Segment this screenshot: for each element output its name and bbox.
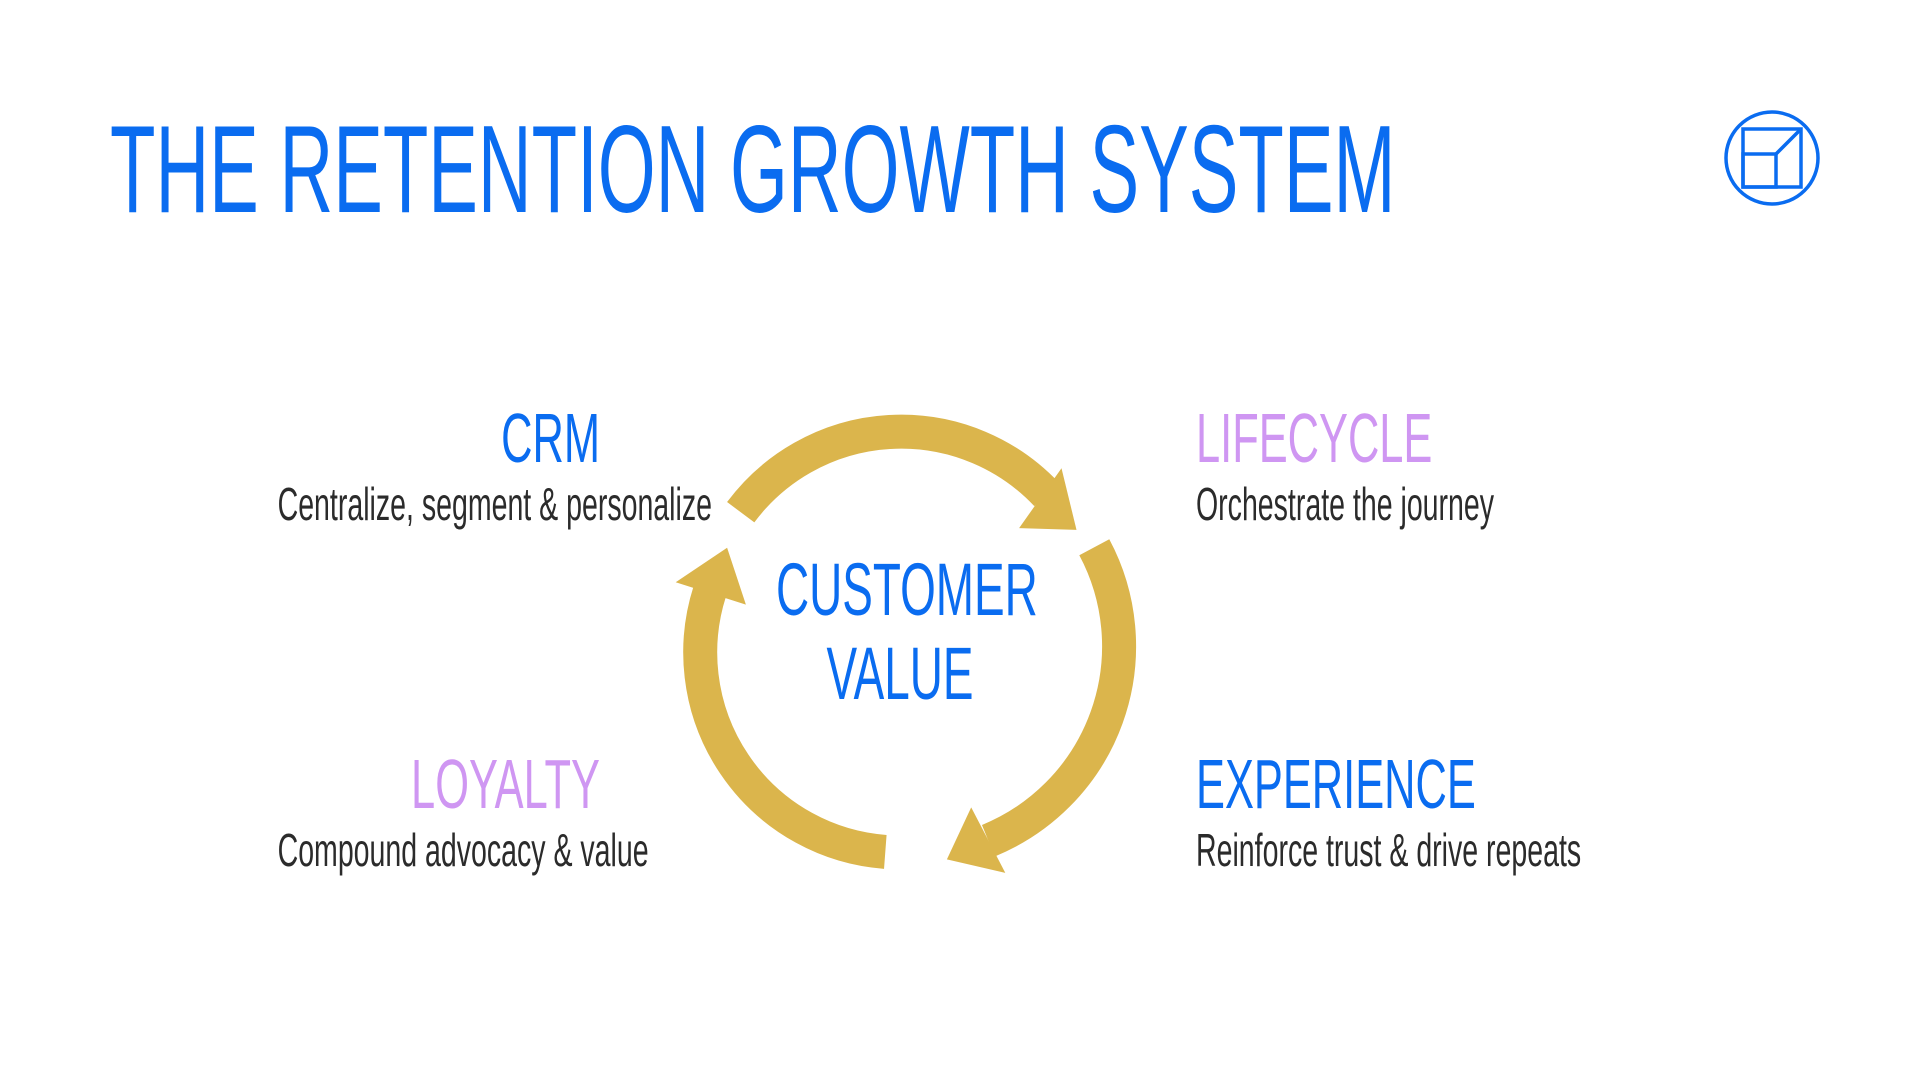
stage-crm: CRM Centralize, segment & personalize bbox=[80, 399, 712, 532]
cube-in-circle-icon bbox=[1724, 110, 1820, 206]
stage-lifecycle-description: Orchestrate the journey bbox=[1196, 478, 1495, 530]
stage-experience-description: Reinforce trust & drive repeats bbox=[1196, 824, 1582, 876]
stage-lifecycle-label: LIFECYCLE bbox=[1196, 399, 1433, 477]
center-label-line1: CUSTOMER bbox=[776, 548, 1038, 631]
stage-experience: EXPERIENCE Reinforce trust & drive repea… bbox=[1196, 746, 1716, 878]
center-label-line2: VALUE bbox=[826, 632, 974, 715]
cycle-arrow-left bbox=[675, 547, 887, 869]
stage-lifecycle: LIFECYCLE Orchestrate the journey bbox=[1196, 400, 1716, 532]
stage-loyalty: LOYALTY Compound advocacy & value bbox=[80, 745, 649, 878]
stage-loyalty-label: LOYALTY bbox=[411, 745, 600, 823]
cycle-diagram bbox=[675, 414, 1137, 873]
stage-loyalty-description: Compound advocacy & value bbox=[277, 824, 649, 876]
stage-experience-label: EXPERIENCE bbox=[1196, 745, 1476, 823]
cycle-arrow-right bbox=[946, 539, 1137, 873]
cycle-arrow-top bbox=[727, 414, 1077, 530]
center-label: CUSTOMER VALUE bbox=[776, 548, 1038, 716]
stage-crm-label: CRM bbox=[501, 399, 600, 477]
page-title: THE RETENTION GROWTH SYSTEM bbox=[110, 101, 1396, 239]
stage-crm-description: Centralize, segment & personalize bbox=[277, 478, 712, 530]
